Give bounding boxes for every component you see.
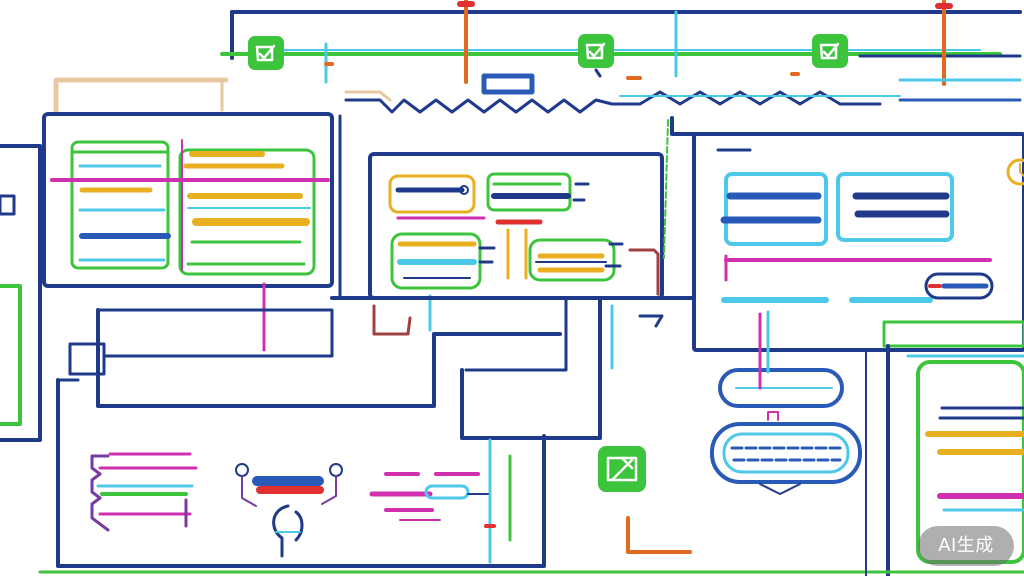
right-pill-box bbox=[924, 272, 994, 300]
bottom-mid-cluster bbox=[369, 472, 489, 521]
check-square-icon bbox=[248, 36, 284, 70]
far-right-green-box bbox=[882, 320, 1024, 348]
mid-connector-right bbox=[670, 116, 696, 136]
top-bus-lines bbox=[53, 0, 1022, 113]
bottom-frame bbox=[56, 378, 546, 568]
brown-connector bbox=[372, 304, 412, 336]
center-panel bbox=[368, 152, 664, 332]
loop-left bbox=[96, 308, 562, 408]
right-lower-cluster bbox=[710, 310, 862, 495]
cluster-ring-r bbox=[329, 463, 343, 477]
right-a-navy bbox=[720, 192, 822, 224]
oval-2-lines bbox=[730, 446, 844, 462]
junction-box bbox=[68, 342, 106, 376]
bottom-orange-l bbox=[626, 516, 692, 554]
cluster-arm-r bbox=[321, 475, 337, 505]
far-right-column bbox=[882, 320, 1024, 576]
center-box-d bbox=[528, 238, 616, 282]
right-b-navy bbox=[852, 192, 950, 218]
navy-mid-hook bbox=[638, 314, 664, 328]
purple-bracket bbox=[90, 454, 110, 532]
cluster-arm-l bbox=[241, 475, 257, 507]
left-green-rail bbox=[0, 284, 22, 426]
wave-navy-tick bbox=[594, 68, 602, 78]
right-box-b bbox=[836, 172, 954, 242]
loop-inner bbox=[96, 308, 334, 358]
expand-square-icon bbox=[598, 446, 646, 492]
center-brown-hook bbox=[628, 248, 660, 296]
mid-green-dash bbox=[663, 119, 669, 259]
cluster-ring-l bbox=[235, 463, 249, 477]
right-box-a bbox=[724, 172, 828, 246]
left-inner-list-box bbox=[70, 140, 170, 270]
wave-tan bbox=[344, 90, 392, 102]
loop-center bbox=[460, 296, 602, 440]
ai-generated-watermark: AI生成 bbox=[918, 526, 1014, 566]
oval-2-inner bbox=[722, 432, 850, 474]
left-inner-right-box bbox=[178, 148, 316, 276]
right-panel-frame bbox=[692, 132, 1024, 352]
wave-navy bbox=[344, 90, 882, 114]
clock-icon bbox=[1006, 158, 1024, 186]
center-gold-t bbox=[506, 228, 528, 280]
center-box-a bbox=[388, 174, 476, 214]
left-panel bbox=[42, 112, 334, 352]
oval-1 bbox=[718, 368, 844, 408]
bottom-center-cluster bbox=[235, 463, 343, 558]
cluster-stem bbox=[272, 504, 304, 558]
center-ticks bbox=[478, 182, 624, 268]
left-panel-frame bbox=[42, 112, 334, 288]
center-box-c bbox=[486, 172, 572, 212]
tan-arrow bbox=[53, 77, 229, 113]
cluster-red-bar bbox=[256, 486, 324, 494]
oval-2 bbox=[710, 422, 862, 484]
center-a-dot bbox=[459, 185, 469, 195]
left-rails bbox=[0, 144, 106, 442]
check-square-icon bbox=[578, 34, 614, 68]
connectors bbox=[38, 114, 1024, 576]
oval-2-tail bbox=[759, 483, 801, 495]
bottom-left-cluster bbox=[90, 452, 198, 532]
left-small-box bbox=[0, 194, 16, 216]
loop-center-inner bbox=[464, 298, 568, 372]
far-right-gold bbox=[925, 431, 1024, 455]
center-d-gold bbox=[537, 253, 605, 273]
cluster-m-box bbox=[424, 484, 470, 500]
check-square-icon bbox=[812, 34, 848, 68]
left-navy-rail bbox=[0, 144, 42, 442]
far-right-rows bbox=[938, 406, 1024, 420]
cluster-blue-bar bbox=[252, 476, 324, 486]
wave-blue-block bbox=[481, 73, 535, 95]
right-panel bbox=[692, 132, 1024, 352]
wave-band bbox=[344, 68, 1022, 114]
oval-connector bbox=[767, 411, 779, 421]
